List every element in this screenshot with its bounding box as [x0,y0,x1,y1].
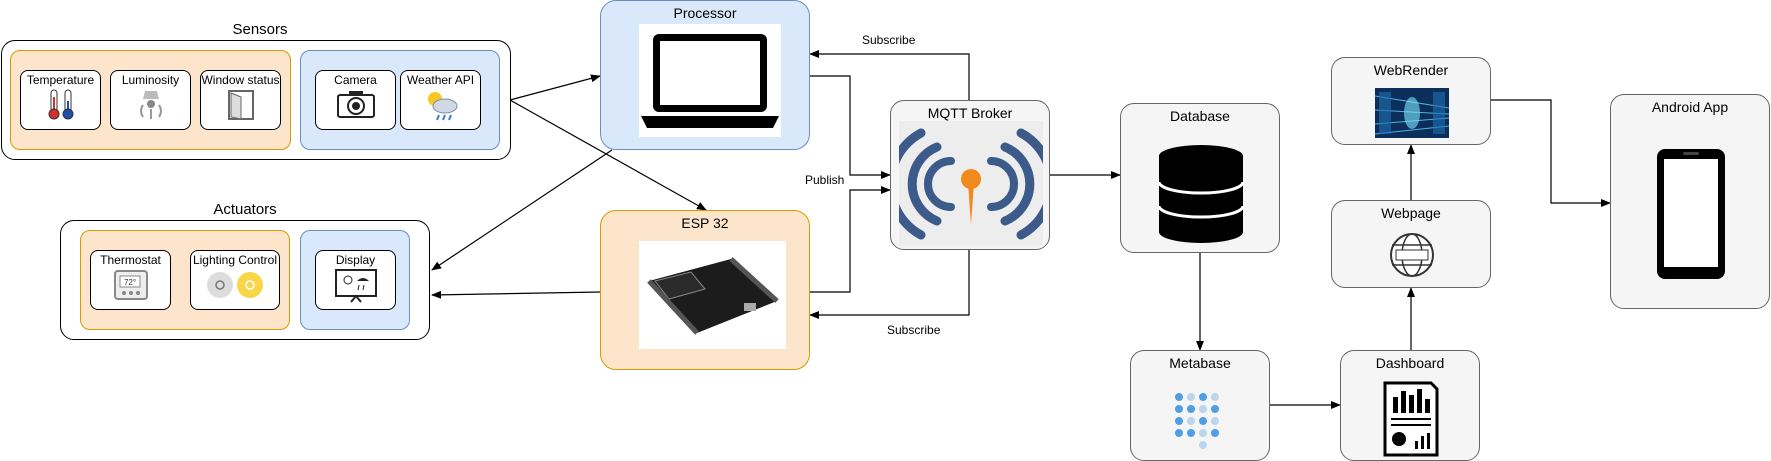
laptop-icon [639,24,781,137]
broadcast-icon [899,121,1043,246]
metabase-node: Metabase [1130,350,1270,461]
dashboard-label: Dashboard [1375,355,1445,371]
edge-processor-broker [810,75,891,179]
smartphone-icon [1657,149,1725,279]
webpage-node: Webpage [1331,200,1491,288]
sensor-window-status: Window status [200,70,281,130]
actuator-thermostat-label: Thermostat [100,253,161,267]
sensor-camera-label: Camera [334,73,377,87]
sensor-window-status-label: Window status [201,73,280,87]
actuator-display-label: Display [335,253,376,267]
globe-icon [1390,233,1434,277]
camera-icon [336,91,375,118]
processor-node: Processor [600,0,810,150]
thermometer-icon [48,89,73,120]
report-icon [1383,381,1439,457]
android-app-node: Android App [1610,94,1770,309]
thermostat-icon: 72° [113,270,148,300]
database-label: Database [1170,108,1230,124]
webrender-node: WebRender [1331,57,1491,145]
microcontroller-icon [639,241,786,349]
thermostat-reading: 72° [123,278,135,287]
sensor-temperature: Temperature [20,70,101,130]
sensor-camera: Camera [315,70,396,130]
edge-sensors-esp32 [509,99,707,211]
sensor-weather-api: Weather API [400,70,481,130]
web-render-image [1375,88,1449,138]
sensor-temperature-label: Temperature [26,73,95,87]
actuator-lighting-control: Lighting Control [190,250,280,310]
display-icon [334,269,377,303]
edge-sensors-processor [509,74,601,101]
mqtt-broker-label: MQTT Broker [927,105,1013,121]
sensor-luminosity-label: Luminosity [121,73,180,87]
edge-broker-esp32 [809,250,970,319]
window-icon [227,90,254,120]
label-publish: Publish [805,173,845,187]
edge-processor-actuators [431,149,613,271]
sensor-weather-api-label: Weather API [406,73,475,87]
label-subscribe-top: Subscribe [862,33,916,47]
sensor-luminosity: Luminosity [110,70,191,130]
metabase-label: Metabase [1169,355,1231,371]
esp32-node: ESP 32 [600,210,810,370]
esp32-label: ESP 32 [681,215,729,231]
actuator-lighting-control-label: Lighting Control [192,253,278,267]
edge-esp32-broker [810,186,891,293]
metabase-logo-icon [1175,393,1219,449]
actuator-thermostat: Thermostat 72° [90,250,171,310]
database-node: Database [1120,103,1280,253]
mqtt-broker-node: MQTT Broker [890,100,1050,250]
actuator-display: Display [315,250,396,310]
light-sensor-icon [139,91,162,119]
dashboard-node: Dashboard [1340,350,1480,461]
webrender-label: WebRender [1373,62,1449,78]
sensors-title: Sensors [232,21,288,38]
processor-label: Processor [673,5,737,21]
database-icon [1157,145,1245,243]
edge-broker-processor [809,50,970,100]
actuators-title: Actuators [213,201,277,218]
edge-webrender-android [1491,99,1611,207]
label-subscribe-bottom: Subscribe [887,323,941,337]
edge-esp32-actuators [431,290,601,299]
android-app-label: Android App [1651,99,1729,115]
light-bulb-icon [207,272,263,298]
webpage-label: Webpage [1381,205,1441,221]
weather-icon [427,92,457,121]
